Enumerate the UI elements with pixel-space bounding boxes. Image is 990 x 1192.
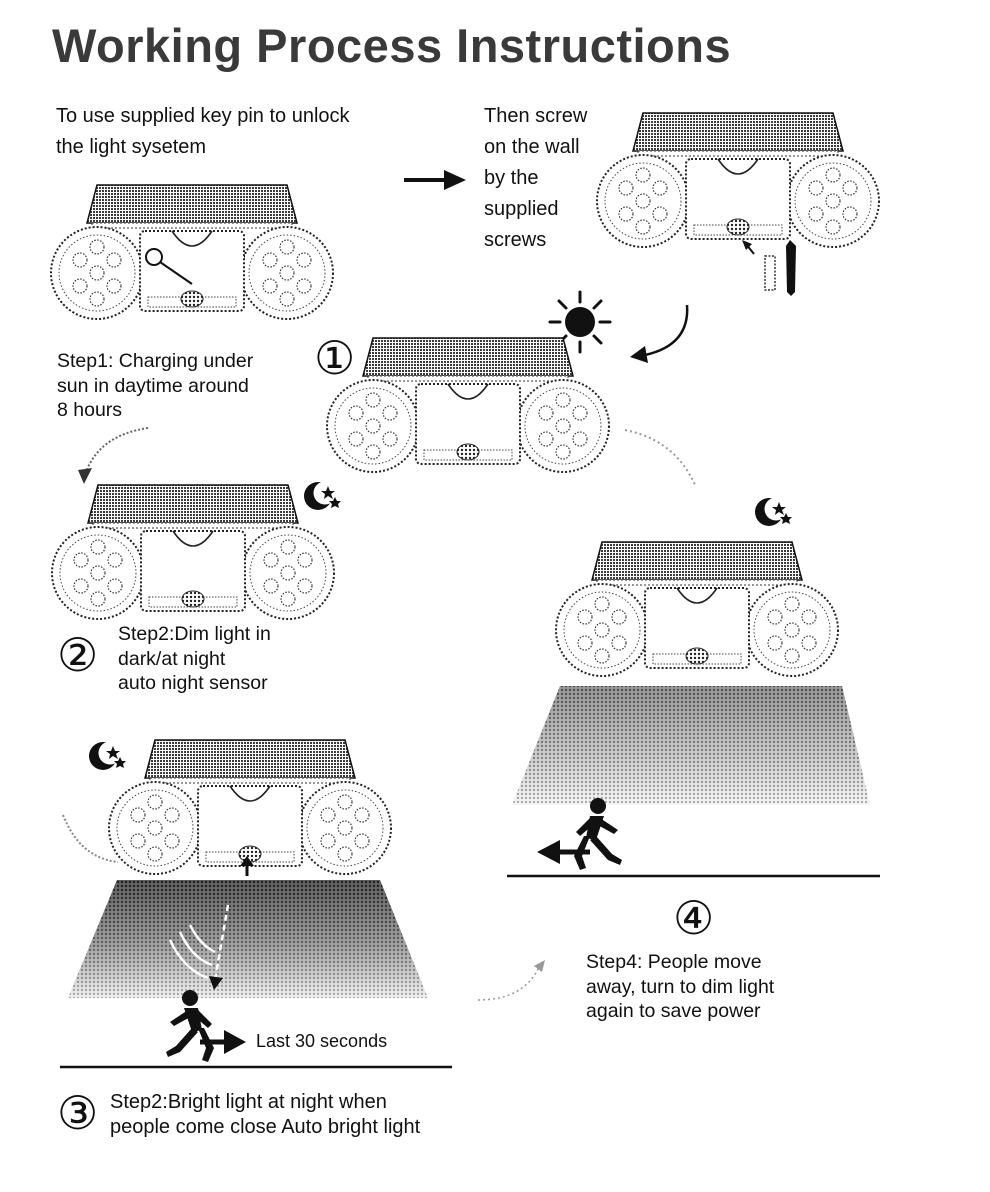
step2-text: Step2:Dim light in dark/at night auto ni… <box>118 623 271 694</box>
screw-instruction: Then screw on the wall by the supplied s… <box>484 105 588 251</box>
running-person-icon <box>574 798 622 870</box>
lamp-unlock <box>50 184 334 320</box>
screw-icon <box>742 240 796 296</box>
moon-star-icon <box>304 481 341 510</box>
flow-arrow-to-step4 <box>477 964 541 1001</box>
step3-number: ③ <box>57 1086 99 1140</box>
last-30-seconds-caption: Last 30 seconds <box>256 1031 388 1051</box>
sun-icon <box>548 290 612 354</box>
lamp-wall-mount <box>596 112 880 248</box>
lamp-step2-dim <box>51 484 335 620</box>
lamp-step3-bright <box>108 739 392 875</box>
lamp-step4-dim <box>555 541 839 677</box>
arrow-right-icon <box>404 170 466 190</box>
unlock-instruction: To use supplied key pin to unlock the li… <box>56 105 350 158</box>
flow-arrow-to-step1 <box>644 304 689 357</box>
step1-number: ① <box>314 331 356 385</box>
moon-star-icon <box>755 497 792 526</box>
step3-text: Step2:Bright light at night when people … <box>110 1091 421 1138</box>
running-person-icon <box>166 990 214 1062</box>
key-pin-icon <box>145 248 193 285</box>
detection-waves <box>168 904 230 981</box>
step4-number: ④ <box>673 891 715 945</box>
flow-arrow-to-step3 <box>62 814 119 863</box>
sensor-arrow-icon <box>240 856 254 876</box>
moon-star-icon <box>89 741 126 770</box>
flow-arrow-to-step2 <box>85 427 149 473</box>
step4-text: Step4: People move away, turn to dim lig… <box>586 951 775 1022</box>
step1-text: Step1: Charging under sun in daytime aro… <box>57 350 254 421</box>
arrow-left-icon <box>537 840 590 864</box>
faint-dotted-arrow <box>624 429 696 486</box>
page-title: Working Process Instructions <box>52 19 732 72</box>
lamp-step1-charging <box>326 337 610 473</box>
arrow-right-icon <box>200 1030 246 1054</box>
step2-number: ② <box>57 628 99 682</box>
